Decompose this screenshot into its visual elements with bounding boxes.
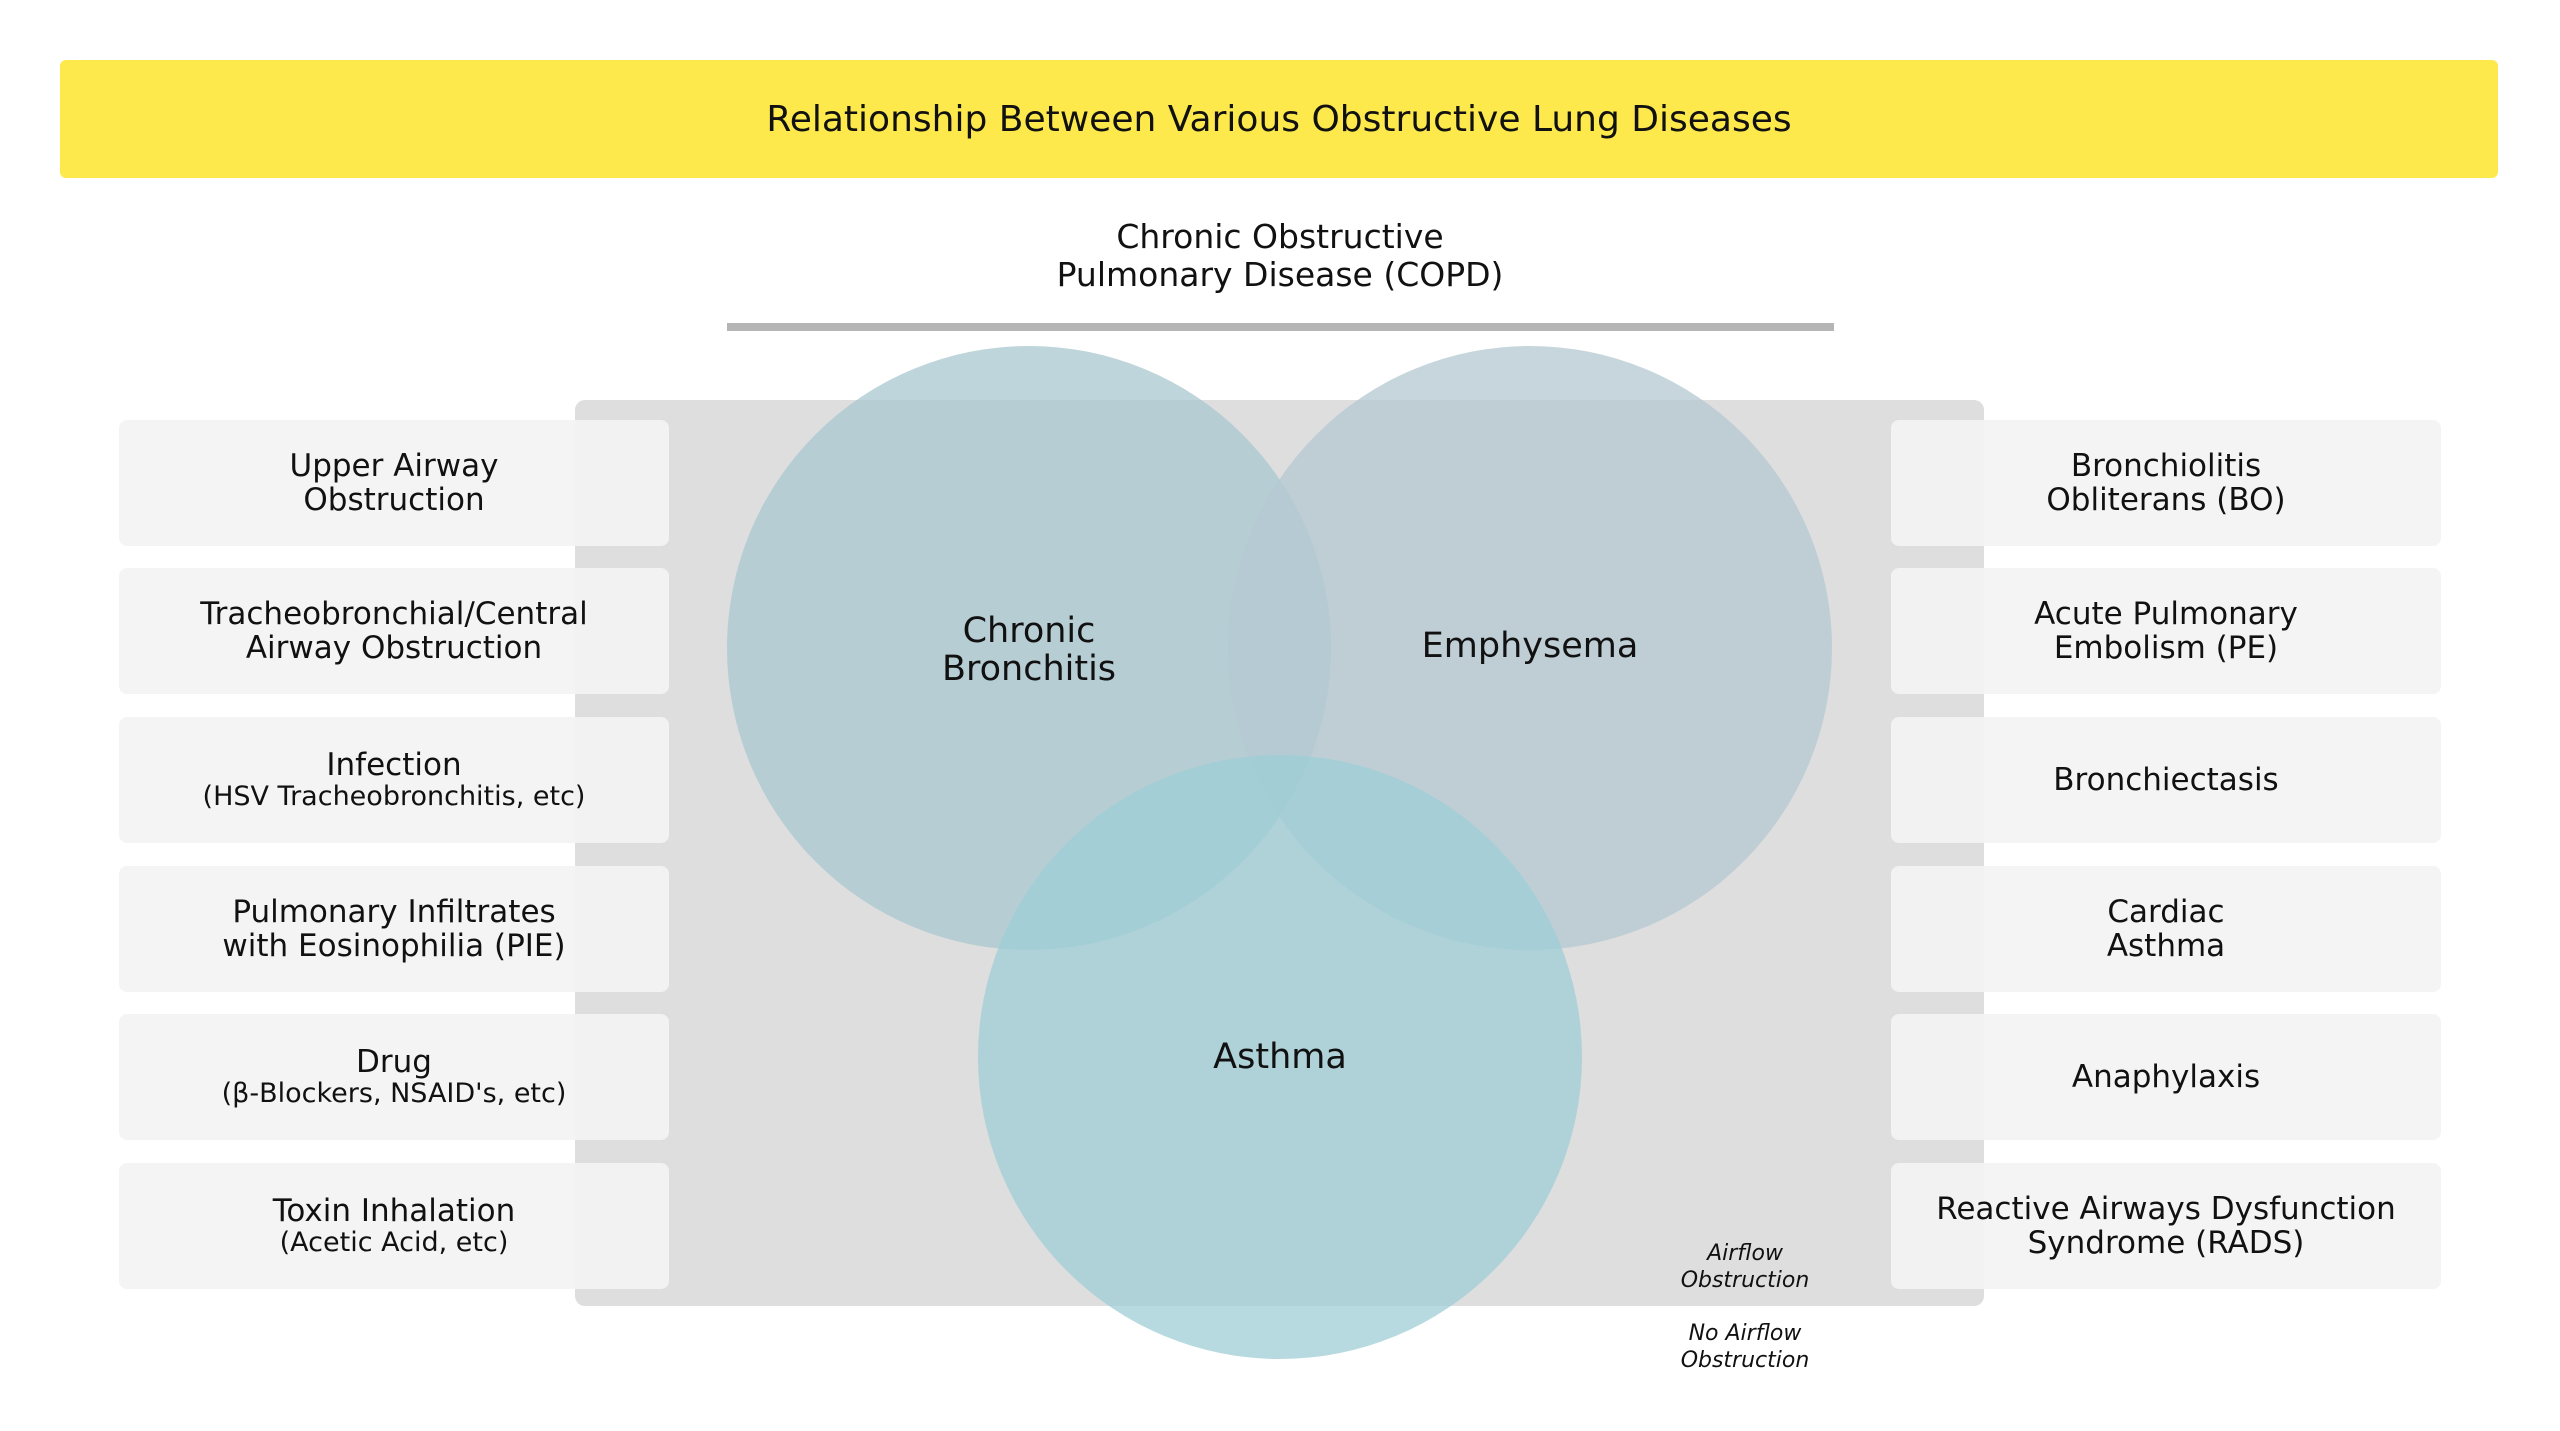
label-emphysema: Emphysema [1330,627,1730,665]
legend-line: No Airflow [1688,1321,1802,1346]
left-condition-box: Infection(HSV Tracheobronchitis, etc) [119,717,669,843]
condition-title: Anaphylaxis [2071,1059,2261,1095]
condition-title: Embolism (PE) [2053,630,2279,666]
label-line: Emphysema [1421,626,1639,666]
condition-title: Upper Airway [289,448,499,484]
label-line: Asthma [1213,1037,1347,1077]
condition-title: Drug [356,1044,432,1080]
condition-title: with Eosinophilia (PIE) [222,928,566,964]
condition-title: Reactive Airways Dysfunction [1936,1191,2396,1227]
label-chronic-bronchitis: Chronic Bronchitis [829,612,1229,688]
condition-title: Bronchiolitis [2070,448,2262,484]
right-condition-box: Anaphylaxis [1891,1014,2441,1140]
legend-no-airflow-obstruction: No Airflow Obstruction [1620,1320,1870,1374]
diagram-title: Relationship Between Various Obstructive… [766,98,1792,140]
copd-label-line: Chronic Obstructive [1116,217,1444,256]
left-condition-box: Toxin Inhalation(Acetic Acid, etc) [119,1163,669,1289]
label-asthma: Asthma [1080,1038,1480,1076]
copd-label: Chronic Obstructive Pulmonary Disease (C… [980,218,1580,294]
condition-subtitle: (Acetic Acid, etc) [279,1227,509,1258]
copd-bracket-line [727,323,1834,331]
condition-title: Airway Obstruction [245,630,543,666]
condition-title: Obstruction [303,482,485,518]
condition-title: Acute Pulmonary [2034,596,2298,632]
condition-title: Bronchiectasis [2053,762,2279,798]
copd-label-line: Pulmonary Disease (COPD) [1056,255,1504,294]
condition-title: Infection [326,747,462,783]
condition-title: Toxin Inhalation [272,1193,516,1229]
condition-title: Asthma [2106,928,2226,964]
condition-title: Pulmonary Infiltrates [232,894,556,930]
condition-title: Syndrome (RADS) [2027,1225,2305,1261]
condition-subtitle: (HSV Tracheobronchitis, etc) [202,781,586,812]
label-line: Bronchitis [941,649,1117,689]
left-condition-box: Drug(β-Blockers, NSAID's, etc) [119,1014,669,1140]
label-line: Chronic [962,611,1096,651]
legend-line: Obstruction [1680,1348,1810,1373]
legend-line: Obstruction [1680,1268,1810,1293]
condition-title: Tracheobronchial/Central [200,596,588,632]
right-condition-box: Bronchiectasis [1891,717,2441,843]
condition-title: Obliterans (BO) [2046,482,2286,518]
condition-subtitle: (β-Blockers, NSAID's, etc) [221,1078,567,1109]
title-bar: Relationship Between Various Obstructive… [60,60,2498,178]
legend-line: Airflow [1707,1241,1783,1266]
condition-title: Cardiac [2107,894,2225,930]
legend-airflow-obstruction: Airflow Obstruction [1620,1240,1870,1294]
circle-asthma [978,755,1582,1359]
